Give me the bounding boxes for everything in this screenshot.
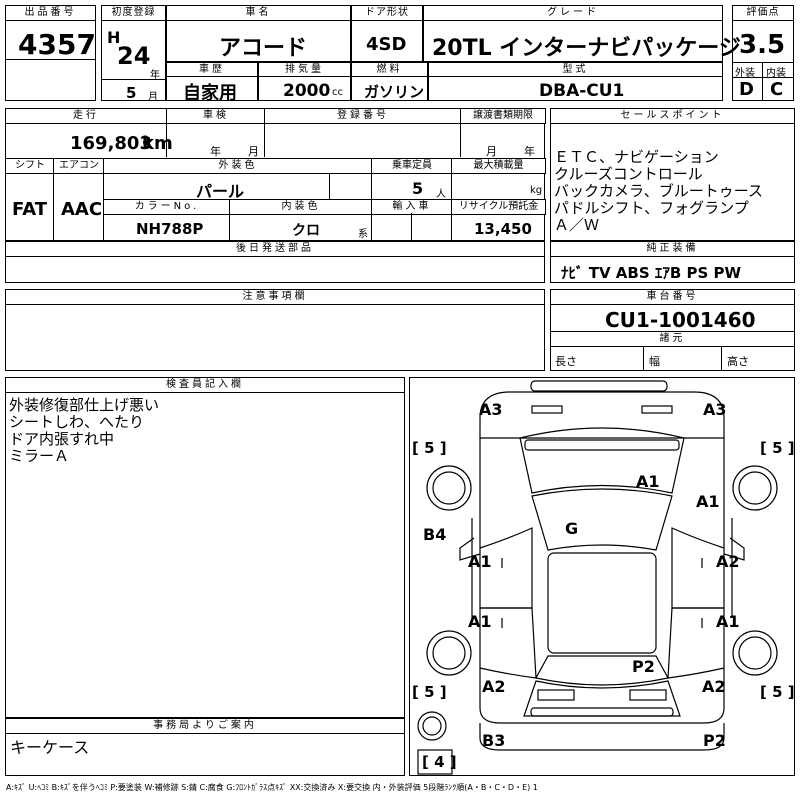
score: 3.5 xyxy=(739,30,786,60)
score-label: 評価点 xyxy=(732,5,794,21)
damage-right-rear-door: A1 xyxy=(716,612,740,631)
damage-front-left: A3 xyxy=(479,400,503,419)
first-reg-label: 初度登録 xyxy=(101,5,166,21)
tire-rl: [ 5 ] xyxy=(412,683,447,701)
damage-right-front-door: A2 xyxy=(716,552,740,571)
era: H xyxy=(107,28,121,47)
reg-year: 24 xyxy=(117,42,151,70)
fuel-box: 燃料 ガソリン xyxy=(351,62,428,101)
damage-left-rear-door: A1 xyxy=(468,612,492,631)
later-parts-box: 後日発送部品 xyxy=(5,241,545,283)
damage-left-rear: A2 xyxy=(482,677,506,696)
chassis-box: 車台番号 CU1-1001460 諸元 長さ 幅 高さ xyxy=(550,289,795,371)
sales-point: パドルシフト、フォグランプ xyxy=(554,199,749,217)
fuel: ガソリン xyxy=(364,83,425,101)
door-type: 4SD xyxy=(366,34,407,55)
notes-box: 注意事項欄 xyxy=(5,289,545,371)
damage-bonnet: A1 xyxy=(636,472,660,491)
exterior-grade: D xyxy=(739,79,754,100)
sales-points-box: セールスポイント ＥＴＣ、ナビゲーション クルーズコントロール バックカメラ、ブ… xyxy=(550,108,795,241)
sales-point: バックカメラ、ブルートゥース xyxy=(554,182,763,200)
inspector-note: ミラーＡ xyxy=(9,447,70,465)
score-box: 評価点 3.5 外装 内装 D C xyxy=(732,5,794,101)
damage-windshield: G xyxy=(565,519,579,538)
inspector-note: ドア内張すれ中 xyxy=(9,430,115,448)
grade-label: グレード xyxy=(423,5,723,21)
lot-label: 出品番号 xyxy=(5,5,96,21)
inspector-note: 外装修復部仕上げ悪い xyxy=(9,396,160,414)
tire-rr: [ 5 ] xyxy=(760,683,795,701)
office-box: 事務局よりご案内 キーケース xyxy=(5,718,405,776)
grade-box: グレード 20TL インターナビパッケージ xyxy=(423,5,741,62)
office-note: キーケース xyxy=(10,738,90,757)
shift: FAT xyxy=(12,199,48,220)
damage-trunk: P2 xyxy=(632,657,655,676)
damage-left-front-door: A1 xyxy=(468,552,492,571)
damage-front-right: A3 xyxy=(703,400,727,419)
type-code: DBA-CU1 xyxy=(539,81,625,101)
chassis-number: CU1-1001460 xyxy=(605,308,756,332)
grade: 20TL インターナビパッケージ xyxy=(432,36,741,61)
mileage: 169,803 xyxy=(70,133,152,154)
lot-number: 4357 xyxy=(18,28,96,61)
model-label: 車名 xyxy=(166,5,351,21)
damage-rear-left: B3 xyxy=(482,731,506,750)
lot-box: 出品番号 4357 xyxy=(5,5,96,101)
inspector-box: 検査員記入欄 外装修復部仕上げ悪い シートしわ、へたり ドア内張すれ中 ミラーＡ xyxy=(5,377,405,718)
equipment-box: 純正装備 ﾅﾋﾞ TV ABS ｴｱB PS PW xyxy=(550,241,795,283)
damage-left-side: B4 xyxy=(423,525,447,544)
type-code-box: 型式 DBA-CU1 xyxy=(428,62,723,101)
sales-point: Ａ／Ｗ xyxy=(554,216,600,234)
door-label: ドア形状 xyxy=(351,5,423,21)
reg-month: 5 xyxy=(126,84,137,102)
door-box: ドア形状 4SD xyxy=(351,5,423,62)
displacement-box: 排気量 2000 cc xyxy=(258,62,351,101)
color-no: NH788P xyxy=(136,220,204,238)
model-name: アコード xyxy=(219,36,308,61)
sales-point: クルーズコントロール xyxy=(554,165,703,183)
spare-tire: [ 4 ] xyxy=(422,753,457,771)
history-box: 車歴 自家用 xyxy=(166,62,258,104)
sales-point: ＥＴＣ、ナビゲーション xyxy=(554,148,719,166)
body-color: パール xyxy=(196,182,245,201)
sales-points-list: ＥＴＣ、ナビゲーション クルーズコントロール バックカメラ、ブルートゥース パド… xyxy=(554,149,763,234)
tire-fl: [ 5 ] xyxy=(412,439,447,457)
damage-right-fender: A1 xyxy=(696,492,720,511)
interior-grade: C xyxy=(770,79,784,100)
inspector-notes: 外装修復部仕上げ悪い シートしわ、へたり ドア内張すれ中 ミラーＡ xyxy=(9,397,159,465)
first-reg-box: 初度登録 H 24 年 5 月 xyxy=(101,5,166,103)
tire-fr: [ 5 ] xyxy=(760,439,795,457)
damage-right-rear: A2 xyxy=(702,677,726,696)
displacement: 2000 xyxy=(283,81,331,101)
damage-rear-right: P2 xyxy=(703,731,726,750)
equipment: ﾅﾋﾞ TV ABS ｴｱB PS PW xyxy=(561,264,742,282)
car-diagram: A3 A3 A1 A1 G B4 A1 A2 A1 A1 P2 A2 A2 B3… xyxy=(409,377,795,776)
interior-color: クロ xyxy=(292,223,320,239)
inspector-note: シートしわ、へたり xyxy=(9,413,145,431)
ac: AAC xyxy=(61,199,103,220)
model-box: 車名 アコード xyxy=(166,5,351,62)
recycle-fee: 13,450 xyxy=(474,220,532,238)
legend: A:ｷｽﾞ U:ﾍｺﾐ B:ｷｽﾞを伴うﾍｺﾐ P:要塗装 W:補修跡 S:錆 … xyxy=(6,783,538,792)
history: 自家用 xyxy=(183,83,237,104)
info-box: 走行 車検 登録番号 譲渡書類期限 169,803 km 年 月 月 年 シフト… xyxy=(5,108,546,241)
capacity: 5 xyxy=(412,179,424,198)
